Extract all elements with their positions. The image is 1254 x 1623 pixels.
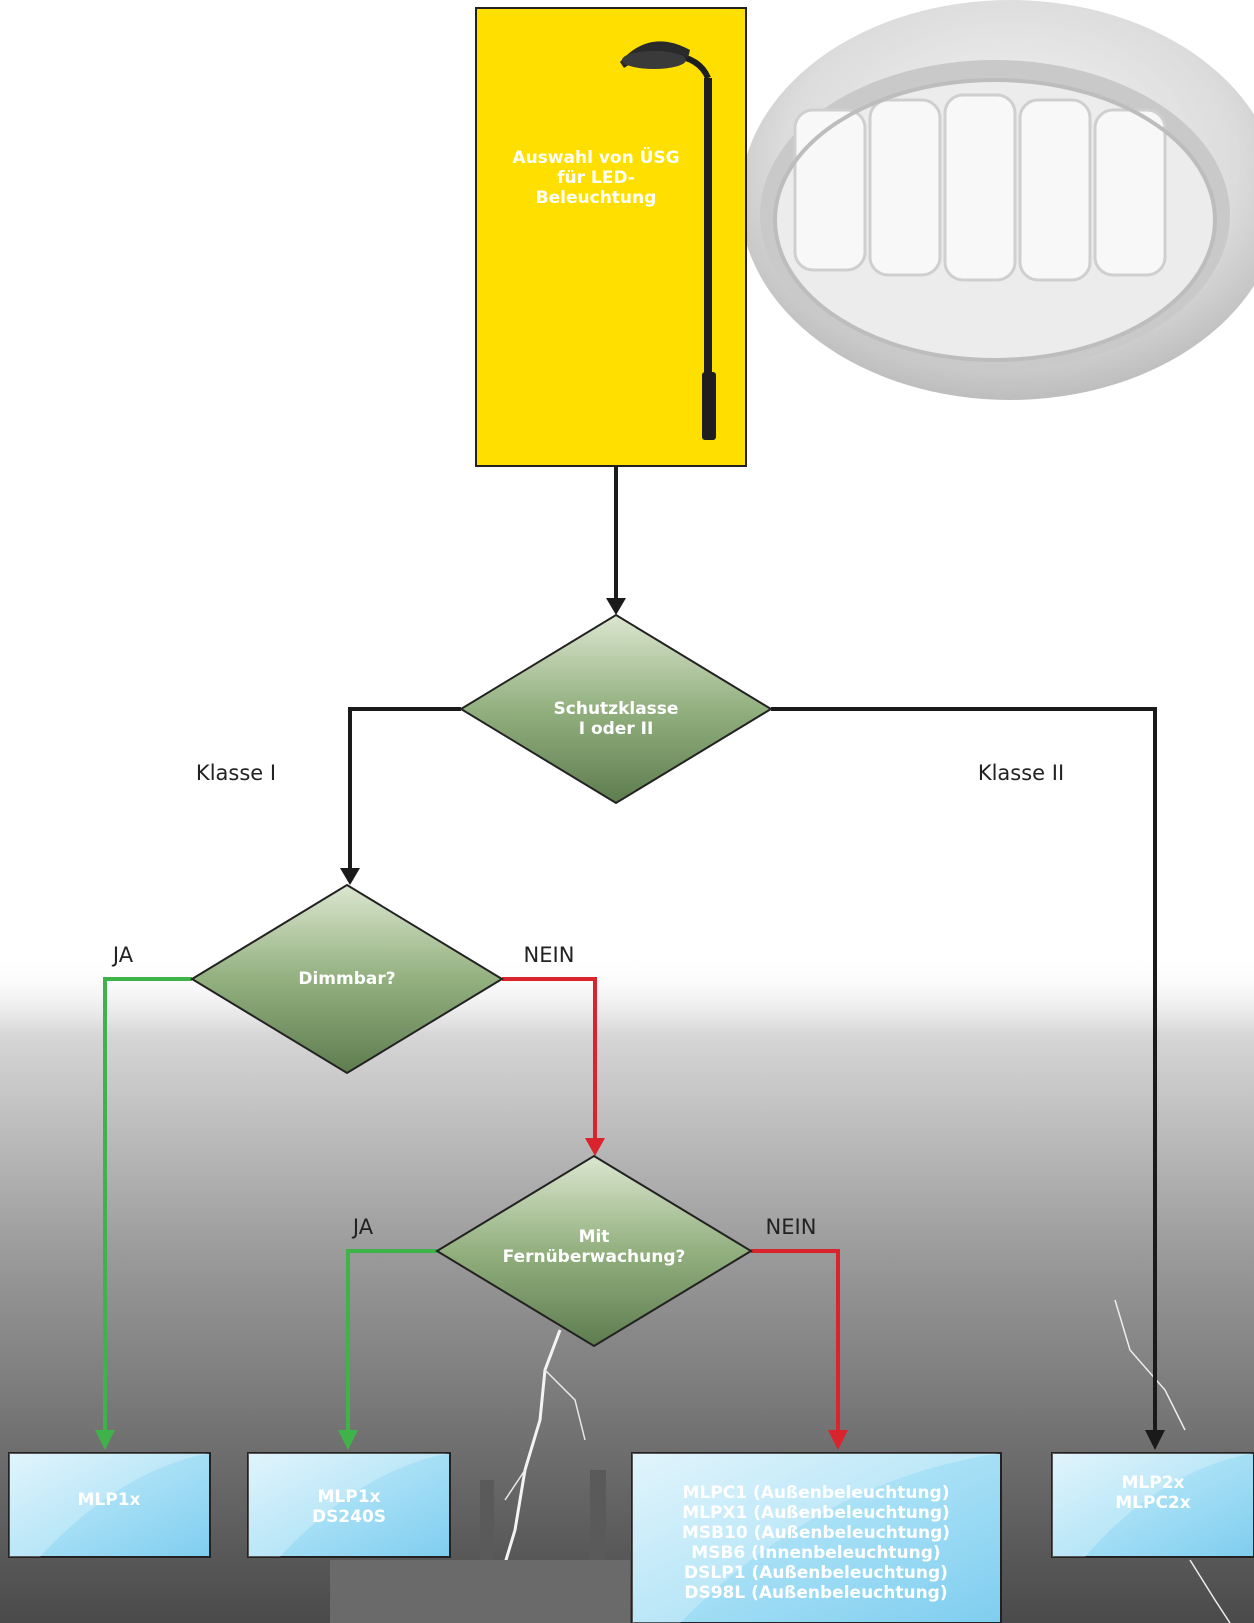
arrowhead-schutzklasse xyxy=(606,598,626,615)
monitoring-line2: MLPX1 (Außenbeleuchtung) xyxy=(682,1503,950,1523)
decision-fernueberwachung: Mit Fernüberwachung? xyxy=(435,1154,753,1348)
monitoring-line1: MLPC1 (Außenbeleuchtung) xyxy=(683,1483,950,1503)
connector-dimm-ja xyxy=(103,977,192,1430)
class2-line1: MLP2x xyxy=(1121,1473,1184,1493)
arrowhead-class2 xyxy=(1145,1430,1165,1450)
start-title-line3: Beleuchtung xyxy=(536,188,657,208)
monitoring-line5: DSLP1 (Außenbeleuchtung) xyxy=(684,1563,948,1583)
connector-klasse1 xyxy=(348,707,461,868)
decision-dimmbar: Dimmbar? xyxy=(190,883,504,1075)
arrowhead-monitoring xyxy=(828,1430,848,1450)
arrowhead-mlp1x-ds240s xyxy=(338,1430,358,1450)
connector-dimm-nein xyxy=(502,977,597,1138)
edge-label-klasse2: Klasse II xyxy=(978,761,1064,785)
start-title-line1: Auswahl von ÜSG xyxy=(512,146,679,168)
edge-label-fern-nein: NEIN xyxy=(766,1215,817,1239)
fernueberwachung-line2: Fernüberwachung? xyxy=(503,1247,686,1267)
decision-schutzklasse: Schutzklasse I oder II xyxy=(459,613,773,805)
result-box-class2: MLP2x MLPC2x xyxy=(1051,1452,1254,1558)
mlp1x-line1: MLP1x xyxy=(77,1490,140,1510)
edge-label-dimm-ja: JA xyxy=(111,943,134,967)
start-title-line2: für LED- xyxy=(557,168,635,188)
street-lamp-icon xyxy=(620,41,716,440)
connector-klasse2 xyxy=(771,707,1157,1430)
edge-label-klasse1: Klasse I xyxy=(196,761,276,785)
arrowhead-fernueberwachung xyxy=(585,1138,605,1156)
start-box: Auswahl von ÜSG für LED- Beleuchtung xyxy=(475,7,747,467)
arrowhead-dimmbar xyxy=(340,868,360,885)
mlp1x-ds240s-line1: MLP1x xyxy=(317,1487,380,1507)
fernueberwachung-line1: Mit xyxy=(579,1227,610,1247)
monitoring-line4: MSB6 (Innenbeleuchtung) xyxy=(691,1543,940,1563)
schutzklasse-line1: Schutzklasse xyxy=(554,699,679,719)
monitoring-line3: MSB10 (Außenbeleuchtung) xyxy=(682,1523,950,1543)
edge-label-fern-ja: JA xyxy=(351,1215,374,1239)
schutzklasse-line2: I oder II xyxy=(579,719,654,739)
mlp1x-ds240s-line2: DS240S xyxy=(312,1507,386,1527)
connector-fern-nein xyxy=(751,1249,840,1430)
result-box-mlp1x-ds240s: MLP1x DS240S xyxy=(247,1452,451,1558)
result-box-mlp1x: MLP1x xyxy=(8,1452,211,1558)
edge-label-dimm-nein: NEIN xyxy=(524,943,575,967)
connectors xyxy=(95,436,1165,1450)
arrowhead-mlp1x xyxy=(95,1430,115,1450)
result-box-monitoring: MLPC1 (Außenbeleuchtung) MLPX1 (Außenbel… xyxy=(631,1452,1002,1623)
connector-fern-ja xyxy=(346,1249,437,1430)
dimmbar-line1: Dimmbar? xyxy=(298,969,395,989)
led-luminaire-image xyxy=(740,0,1254,400)
monitoring-line6: DS98L (Außenbeleuchtung) xyxy=(684,1583,947,1603)
class2-line2: MLPC2x xyxy=(1115,1493,1191,1513)
